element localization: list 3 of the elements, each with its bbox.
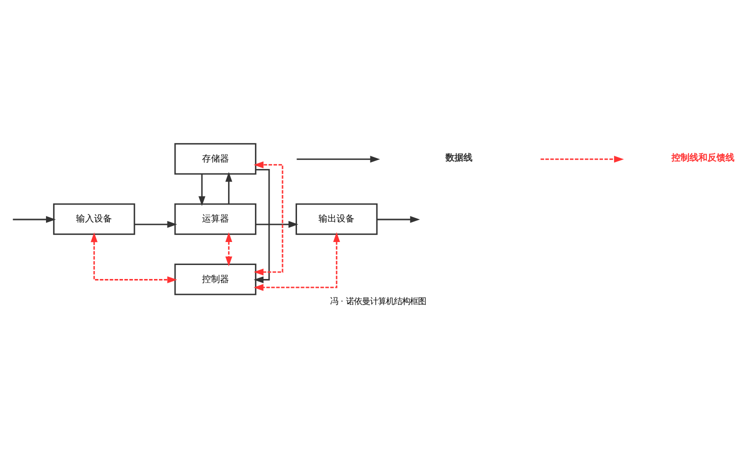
caption: 冯 · 诺依曼计算机结构框图 [330,296,426,306]
legend-label: 控制线和反馈线 [672,154,735,164]
legend-label: 数据线 [446,154,473,164]
